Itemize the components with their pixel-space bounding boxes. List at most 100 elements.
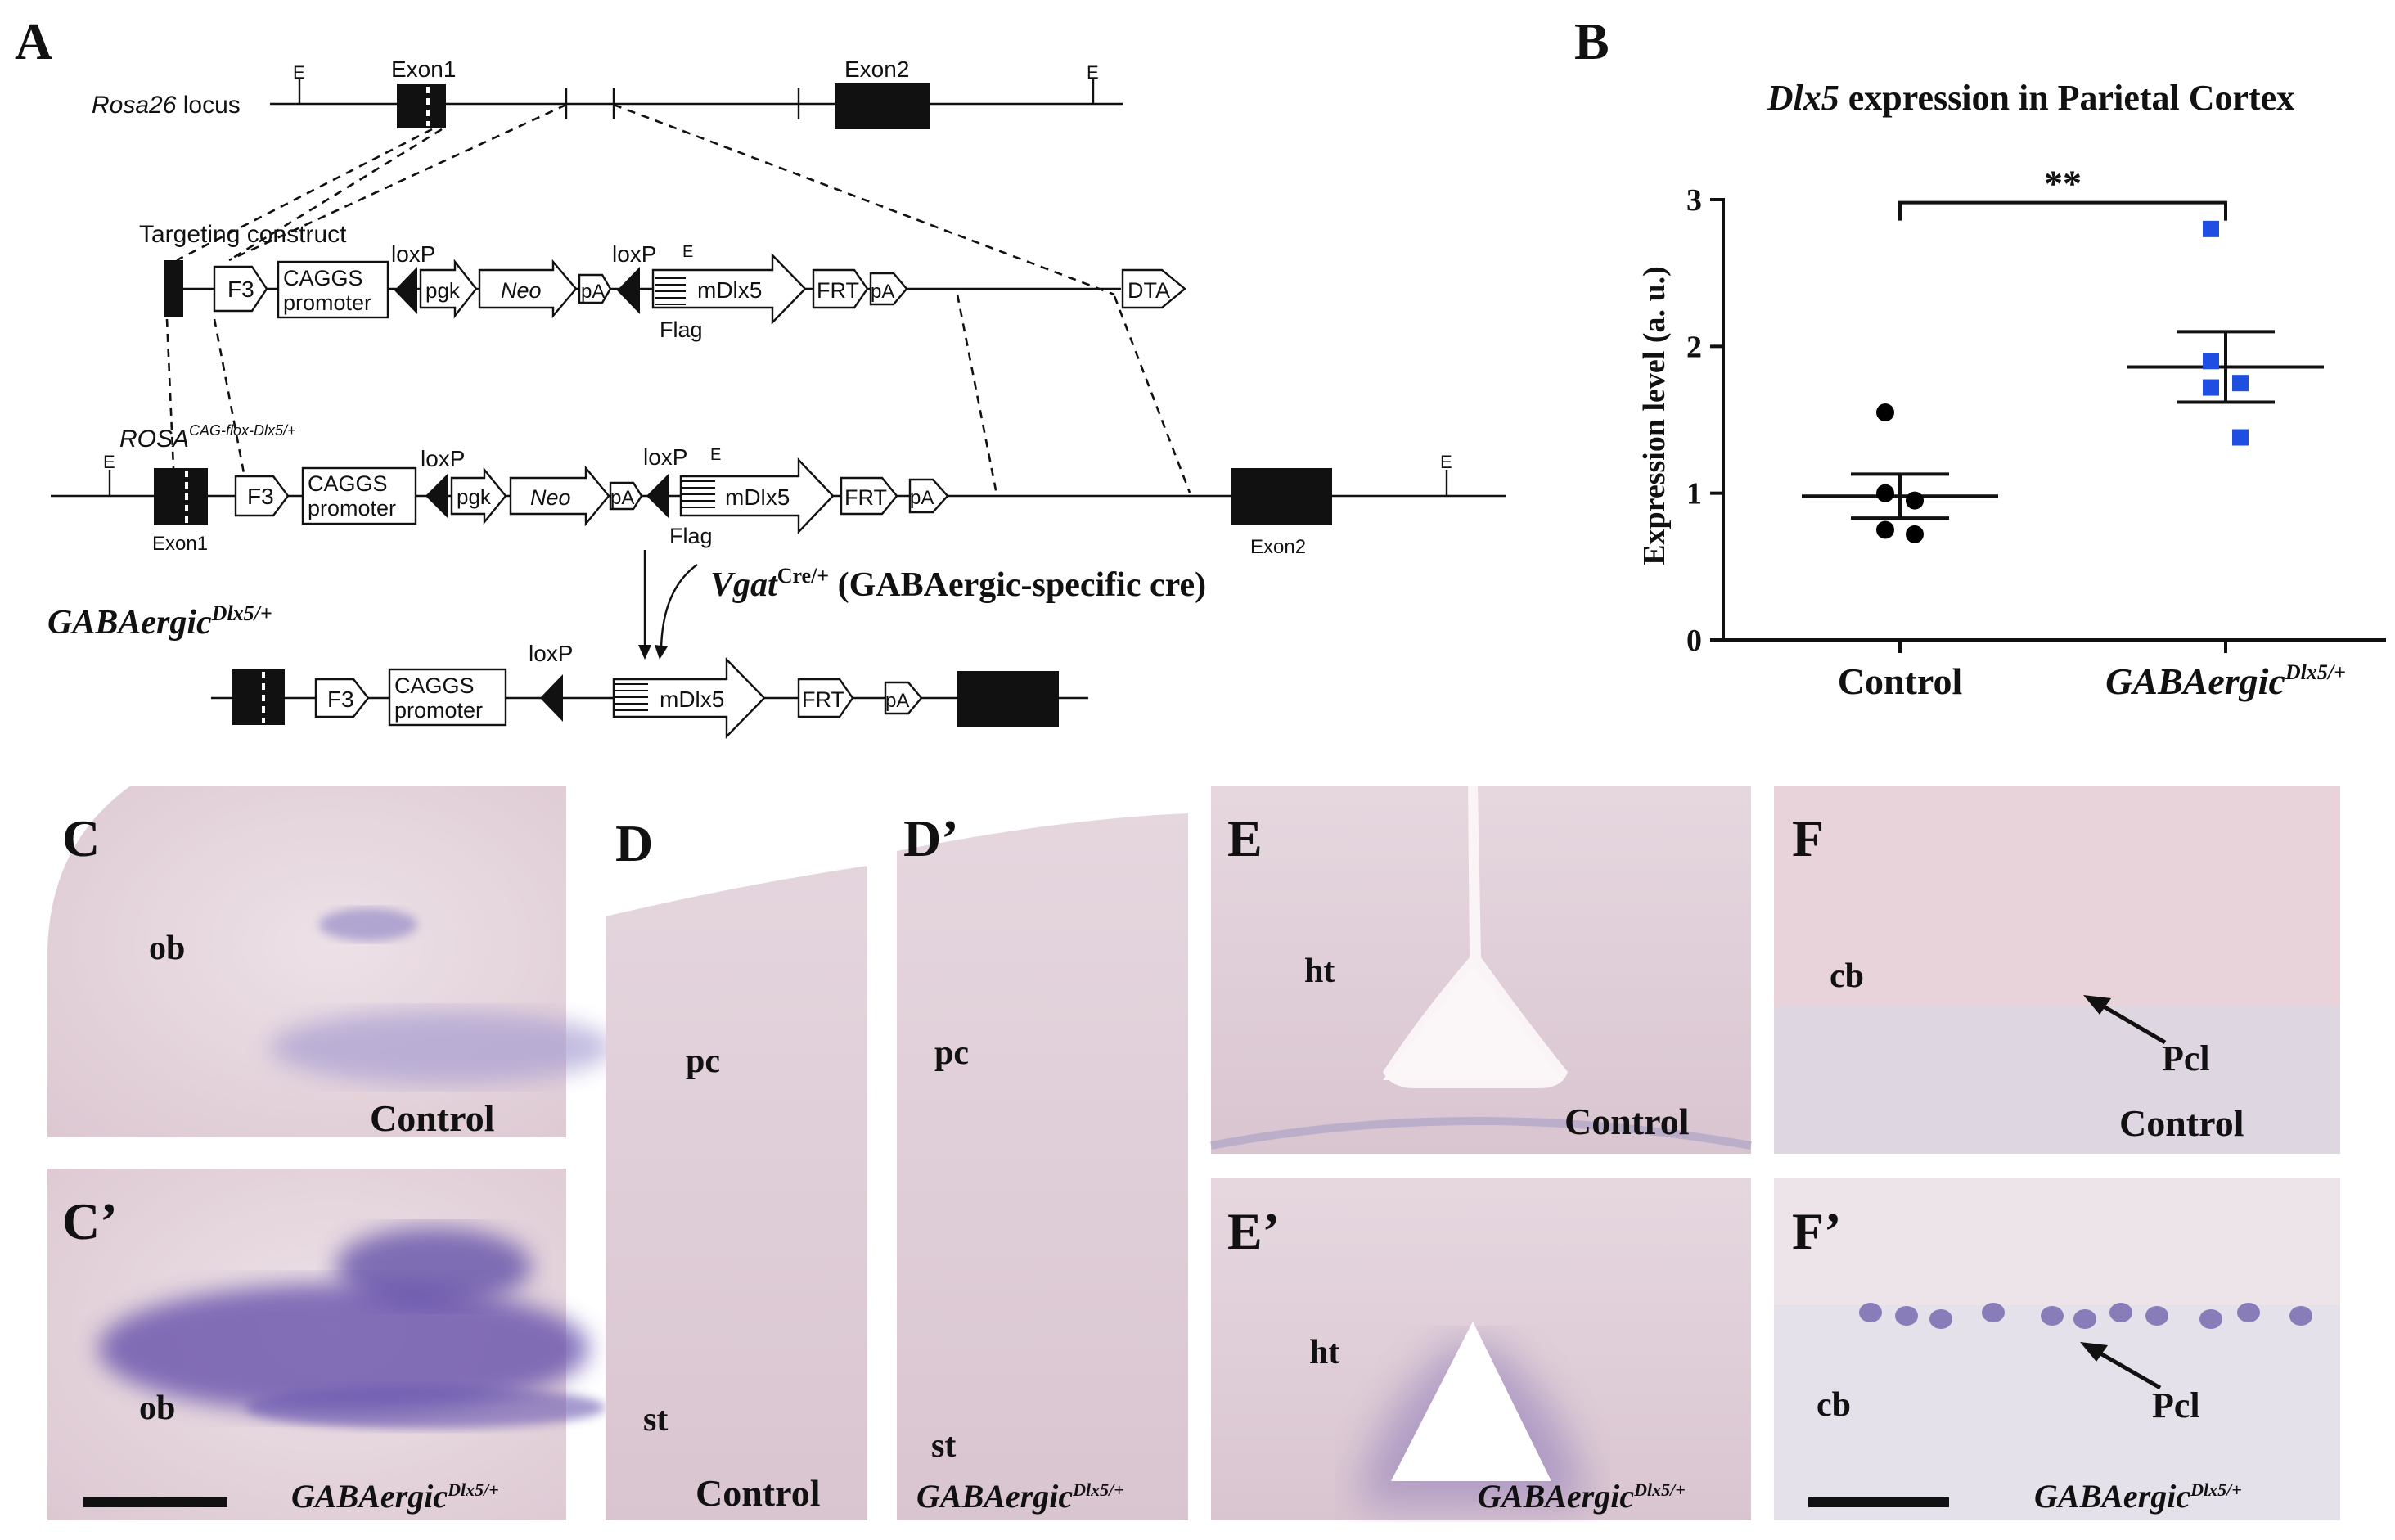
micrograph-c: C ob Control <box>47 786 614 1139</box>
svg-text:DTA: DTA <box>1128 278 1170 303</box>
svg-text:FRT: FRT <box>802 687 844 712</box>
micrograph-e-prime: E’ ht GABAergicDlx5/+ <box>1211 1178 1751 1520</box>
purkinje-cell <box>2073 1309 2096 1329</box>
stain-region <box>98 1283 589 1414</box>
micrograph-d-prime: D’ pc st GABAergicDlx5/+ <box>897 786 1188 1520</box>
svg-text:ob: ob <box>139 1389 175 1427</box>
purkinje-cell <box>1859 1303 1882 1322</box>
panel-label-c-prime: C’ <box>62 1192 118 1250</box>
flag-tag <box>655 272 686 305</box>
panel-label-f: F <box>1792 809 1824 867</box>
svg-text:Exon1: Exon1 <box>152 533 208 555</box>
data-point <box>1876 520 1894 539</box>
flag-label: Flag <box>660 317 703 342</box>
y-tick-label: 3 <box>1686 183 1702 218</box>
micrograph-d: D pc st Control <box>606 786 867 1520</box>
svg-text:st: st <box>931 1427 956 1465</box>
rosa26-locus-row: Rosa26 locus E Exon1 Exon2 E <box>92 56 1123 129</box>
caggs-promoter-box <box>277 260 389 319</box>
region-label-cb: cb <box>1830 957 1864 995</box>
mdlx5-element <box>651 253 807 325</box>
svg-text:Exon2: Exon2 <box>1250 536 1306 558</box>
data-point <box>2203 353 2219 370</box>
tissue-section <box>606 786 867 1520</box>
svg-text:promoter: promoter <box>283 290 371 315</box>
purkinje-cell <box>1929 1309 1952 1329</box>
f3-element <box>213 265 268 313</box>
region-label-ob: ob <box>149 930 185 967</box>
svg-text:GABAergicDlx5/+: GABAergicDlx5/+ <box>2034 1478 2242 1515</box>
pa-element <box>578 273 612 304</box>
neo-element <box>478 259 578 319</box>
exon2-box <box>835 83 930 129</box>
svg-text:promoter: promoter <box>308 496 396 520</box>
y-tick-label: 0 <box>1686 624 1702 658</box>
svg-text:GABAergicDlx5/+: GABAergicDlx5/+ <box>916 1478 1124 1515</box>
panel-b: B Dlx5 expression in Parietal Cortex Exp… <box>1574 12 2386 702</box>
svg-text:F3: F3 <box>227 277 254 302</box>
dta-element <box>1121 268 1186 309</box>
panel-label-c: C <box>62 809 100 867</box>
svg-text:GABAergicDlx5/+: GABAergicDlx5/+ <box>1478 1478 1686 1515</box>
purkinje-cell <box>2237 1303 2260 1322</box>
region-label-ht: ht <box>1304 952 1335 990</box>
svg-text:Control: Control <box>696 1472 821 1514</box>
rosa26-locus-label: Rosa26 locus <box>92 92 241 119</box>
pcl-arrow <box>2096 1001 2167 1045</box>
targeting-arm-box <box>164 260 183 317</box>
purkinje-cell <box>1982 1303 2005 1322</box>
purkinje-cell <box>2145 1306 2168 1326</box>
svg-text:loxP: loxP <box>529 641 573 666</box>
data-point <box>2203 379 2219 396</box>
svg-text:mDlx5: mDlx5 <box>697 277 762 303</box>
svg-text:mDlx5: mDlx5 <box>725 484 790 510</box>
targeting-construct-row: Targeting construct F3 CAGGS promoter lo… <box>139 221 1186 342</box>
svg-text:CAGGS: CAGGS <box>394 673 475 698</box>
vgat-cre-label: VgatCre/+ (GABAergic-specific cre) <box>710 564 1206 604</box>
x-tick-label: GABAergicDlx5/+ <box>2105 660 2346 702</box>
chart-title: Dlx5 expression in Parietal Cortex <box>1767 78 2294 118</box>
panel-label-e-prime: E’ <box>1227 1202 1280 1260</box>
data-point <box>1906 525 1924 543</box>
tissue-section <box>47 786 566 1137</box>
panel-label-d-prime: D’ <box>903 809 959 867</box>
frt-element <box>812 268 869 309</box>
region-label-pc: pc <box>686 1042 720 1080</box>
stain-region <box>270 1011 614 1084</box>
purkinje-cell <box>2289 1306 2312 1326</box>
panel-label-e: E <box>1227 809 1263 867</box>
rosa-allele-label: ROSACAG-flox-Dlx5/+ <box>119 422 296 453</box>
panel-label-d: D <box>615 814 653 872</box>
pgk-element <box>419 259 478 319</box>
svg-text:Neo: Neo <box>501 278 542 303</box>
purkinje-cell <box>2199 1309 2222 1329</box>
genotype-label-control: Control <box>370 1097 495 1139</box>
svg-text:ht: ht <box>1309 1334 1339 1371</box>
exon1-box <box>397 84 446 128</box>
svg-text:loxP: loxP <box>643 444 687 470</box>
purkinje-cell <box>2041 1306 2064 1326</box>
micrograph-f-prime: F’ cb Pcl GABAergicDlx5/+ <box>1774 1178 2340 1520</box>
exon1-label: Exon1 <box>391 56 456 82</box>
data-point <box>1876 403 1894 422</box>
svg-text:FRT: FRT <box>817 278 859 303</box>
svg-text:Control: Control <box>1564 1101 1690 1142</box>
data-point <box>1906 491 1924 510</box>
genotype-label-gabaergic: GABAergicDlx5/+ <box>291 1478 499 1515</box>
region-label-pcl: Pcl <box>2162 1038 2210 1078</box>
svg-text:F3: F3 <box>327 687 354 712</box>
svg-text:E: E <box>682 243 693 261</box>
svg-text:pA: pA <box>610 487 634 509</box>
micrograph-c-prime: C’ ob GABAergicDlx5/+ <box>47 1169 606 1520</box>
svg-text:F3: F3 <box>247 484 274 509</box>
panel-label-a: A <box>15 12 52 70</box>
micrograph-e: E ht Control <box>1210 786 1752 1154</box>
scale-bar <box>1808 1497 1949 1507</box>
tissue-section <box>897 786 1188 1520</box>
svg-text:cb: cb <box>1817 1386 1851 1424</box>
y-tick-label: 1 <box>1686 477 1702 511</box>
svg-text:promoter: promoter <box>394 698 483 723</box>
svg-text:pgk: pgk <box>425 278 461 303</box>
micrograph-f: F cb Pcl Control <box>1774 786 2340 1154</box>
